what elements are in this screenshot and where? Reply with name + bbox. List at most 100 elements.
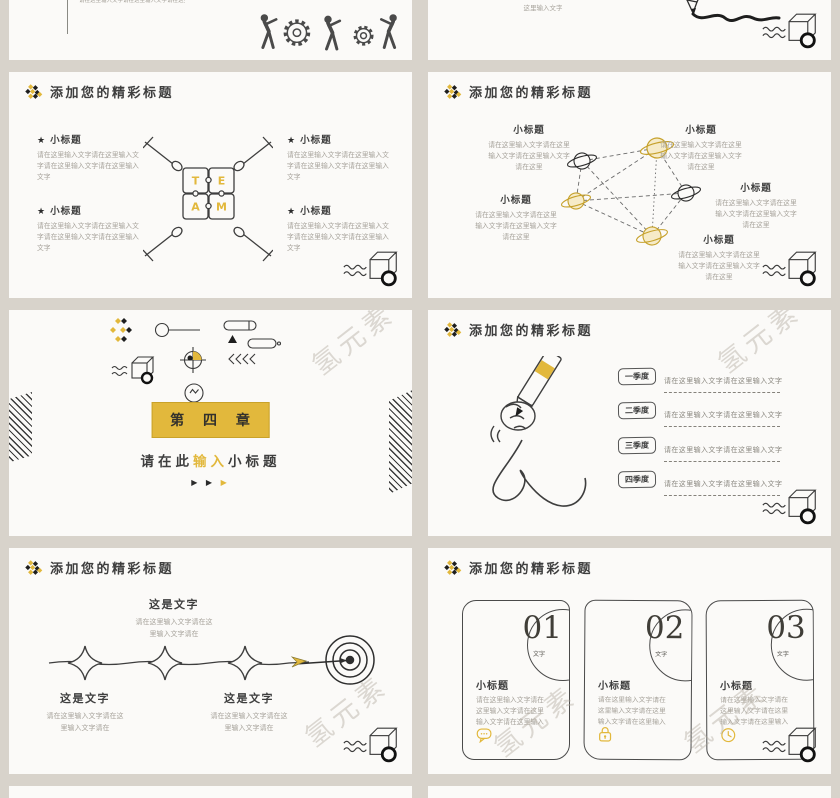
slide-thumbnail-teamwork[interactable]: 添加您的精彩标题 ★小标题 请在这里输入文字请在这里输入文字请在这里输入文字请在… (9, 72, 412, 298)
placeholder-line-2: 这里输入文字 (468, 3, 618, 14)
section-body: 请在这里输入文字请在这里输入文字请在这里输入文字请在这里 (485, 140, 573, 173)
hands-puzzle-team-illustration: T E A M (143, 134, 273, 264)
slide-header: 添加您的精彩标题 (25, 558, 174, 577)
section-body: 请在这里输入文字请在这里输入文字请在这里输入文字请在这里输入文字 (37, 150, 141, 183)
card-body: 请在这里输入文字请在这里输入文字请在这里输入文字请在这里输入 (598, 695, 672, 729)
hand-holding-pencil-illustration (456, 356, 606, 521)
quarter-text: 请在这里输入文字请在这里输入文字 (664, 446, 782, 454)
slide-header: 添加您的精彩标题 (444, 320, 593, 339)
checker-diamonds-icon (444, 84, 462, 100)
dashed-rule (664, 461, 780, 462)
node-body: 请在这里输入文字请在这里输入文字请在 (210, 711, 288, 735)
checker-diamonds-icon (444, 322, 462, 338)
section-heading: 小标题 (472, 192, 560, 206)
subtitle-accent: 输入 (193, 454, 228, 470)
subtitle-suffix: 小标题 (228, 454, 281, 470)
node-heading: 这是文字 (20, 690, 150, 706)
card-number-caption: 文字 (655, 649, 667, 658)
numbered-card: 01 文字 小标题 请在这里输入文字请在这里输入文字请在这里输入文字请在这里输入 (462, 600, 570, 760)
section-body: 请在这里输入文字请在这里输入文字请在这里输入文字请在这里 (657, 140, 745, 173)
section-top-right: ★小标题 请在这里输入文字请在这里输入文字请在这里输入文字请在这里输入文字 (287, 132, 391, 183)
slide-thumbnail-numbered-cards[interactable]: 添加您的精彩标题 氢元素 氢元素 01 文字 小标题 请在这里输入文字请在这里输… (428, 548, 831, 774)
quarter-label: 一季度 (618, 368, 656, 386)
puzzle-letter: E (218, 175, 226, 188)
card-heading: 小标题 (476, 677, 509, 692)
cube-doodle-icon (761, 486, 819, 528)
placeholder-caption: 请在这里输入文字请在这里输入文字请在这里输入文字 (79, 0, 185, 4)
quarter-text: 请在这里输入文字请在这里输入文字 (664, 411, 782, 419)
cube-doodle-icon (761, 724, 819, 766)
numbered-card: 02 文字 小标题 请在这里输入文字请在这里输入文字请在这里输入文字请在这里输入 (583, 600, 692, 761)
planet-section: 小标题 请在这里输入文字请在这里输入文字请在这里输入文字请在这里 (675, 232, 763, 283)
node-heading: 这是文字 (184, 690, 314, 706)
card-number-caption: 文字 (777, 649, 789, 658)
doodle-icon-cluster (108, 316, 308, 412)
slide-header: 添加您的精彩标题 (444, 558, 593, 577)
quarter-text: 请在这里输入文字请在这里输入文字 (664, 377, 782, 385)
section-heading: 小标题 (50, 206, 82, 217)
section-heading: 小标题 (675, 232, 763, 246)
planet-section: 小标题 请在这里输入文字请在这里输入文字请在这里输入文字请在这里 (712, 180, 800, 231)
section-body: 请在这里输入文字请在这里输入文字请在这里输入文字请在这里 (675, 250, 763, 283)
section-bottom-right: ★小标题 请在这里输入文字请在这里输入文字请在这里输入文字请在这里输入文字 (287, 203, 391, 254)
quarter-row: 二季度 请在这里输入文字请在这里输入文字 (618, 402, 782, 427)
star-bullet-icon: ★ (287, 207, 296, 217)
star-bullet-icon: ★ (37, 136, 46, 146)
planet-section: 小标题 请在这里输入文字请在这里输入文字请在这里输入文字请在这里 (485, 122, 573, 173)
slide-header: 添加您的精彩标题 (25, 82, 174, 101)
divider-line (67, 0, 68, 34)
cube-doodle-icon (761, 248, 819, 290)
section-heading: 小标题 (712, 180, 800, 194)
quarter-label: 二季度 (618, 402, 656, 420)
checker-diamonds-icon (25, 84, 43, 100)
timeline-node-bottom-right: 这是文字 请在这里输入文字请在这里输入文字请在 (184, 690, 314, 735)
star-bullet-icon: ★ (37, 207, 46, 217)
node-body: 请在这里输入文字请在这里输入文字请在 (46, 711, 124, 735)
chapter-label-box: 第 四 章 (151, 402, 270, 438)
section-body: 请在这里输入文字请在这里输入文字请在这里输入文字请在这里 (472, 210, 560, 243)
dashed-rule (664, 392, 780, 393)
star-timeline-arrow-target-illustration (9, 632, 407, 696)
chat-bubble-icon (476, 727, 493, 747)
quarter-row: 三季度 请在这里输入文字请在这里输入文字 (618, 437, 782, 462)
card-number: 01 (523, 613, 562, 644)
slide-thumbnail-planets[interactable]: 添加您的精彩标题 小标题 请在这里输入文字请在这里输入文字请在这里输入文字请在这 (428, 72, 831, 298)
slide-thumbnail-gears-partial[interactable]: 请在这里输入文字请在这里输入文字请在这里输入文字 (9, 0, 412, 60)
quarter-row: 四季度 请在这里输入文字请在这里输入文字 (618, 471, 782, 496)
slide-title: 添加您的精彩标题 (50, 558, 174, 577)
slide-title: 添加您的精彩标题 (469, 558, 593, 577)
cube-doodle-icon (342, 248, 400, 290)
quarter-label: 三季度 (618, 437, 656, 455)
slide-title: 添加您的精彩标题 (469, 320, 593, 339)
section-heading: 小标题 (485, 122, 573, 136)
checker-diamonds-icon (444, 560, 462, 576)
section-body: 请在这里输入文字请在这里输入文字请在这里输入文字请在这里输入文字 (287, 150, 391, 183)
slide-thumbnail-chapter[interactable]: 氢元素 第 四 章 请在此输入小标题 ▶ ▶ ▶ (9, 310, 412, 536)
cube-doodle-icon (342, 724, 400, 766)
section-heading: 小标题 (657, 122, 745, 136)
workers-pushing-gears-illustration (254, 0, 402, 58)
card-heading: 小标题 (720, 677, 753, 692)
puzzle-letter: M (216, 201, 227, 214)
checker-diamonds-icon (25, 560, 43, 576)
star-bullet-icon: ★ (287, 136, 296, 146)
slide-thumbnail-quarters[interactable]: 添加您的精彩标题 氢元素 一季度 请在这里输入文字请在这里输入文字 二季度 (428, 310, 831, 536)
slide-thumbnail-pen-partial[interactable]: 在这里输入文字请在 这里输入文字 (428, 0, 831, 60)
section-heading: 小标题 (300, 206, 332, 217)
dashed-rule (664, 426, 780, 427)
section-bottom-left: ★小标题 请在这里输入文字请在这里输入文字请在这里输入文字请在这里输入文字 (37, 203, 141, 254)
puzzle-letter: T (192, 175, 200, 188)
section-heading: 小标题 (50, 135, 82, 146)
padlock-icon (598, 726, 613, 747)
section-body: 请在这里输入文字请在这里输入文字请在这里输入文字请在这里 (712, 198, 800, 231)
slide-title: 添加您的精彩标题 (50, 82, 174, 101)
clock-icon (720, 727, 736, 747)
node-heading: 这是文字 (109, 596, 239, 612)
card-number: 03 (766, 613, 806, 644)
slide-thumbnail-timeline[interactable]: 添加您的精彩标题 氢元素 这是文字 请在这里输入文字请在这里输入文字请在 这是文… (9, 548, 412, 774)
planet-section: 小标题 请在这里输入文字请在这里输入文字请在这里输入文字请在这里 (657, 122, 745, 173)
placeholder-text: 在这里输入文字请在 这里输入文字 (468, 0, 618, 14)
planet-section: 小标题 请在这里输入文字请在这里输入文字请在这里输入文字请在这里 (472, 192, 560, 243)
timeline-node-bottom-left: 这是文字 请在这里输入文字请在这里输入文字请在 (20, 690, 150, 735)
